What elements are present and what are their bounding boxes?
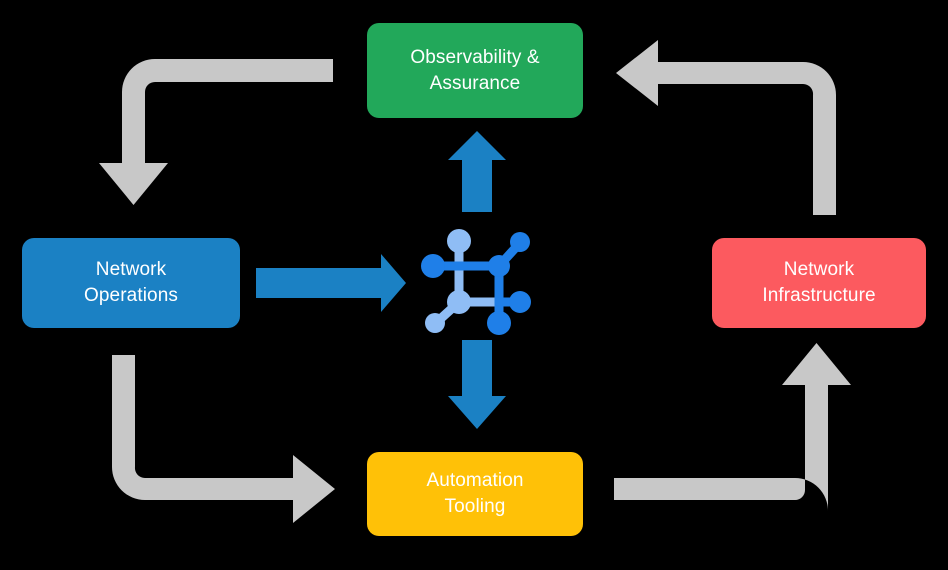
arrow-infrastructure-to-observability — [616, 40, 836, 215]
arrow-automation-to-infrastructure — [614, 343, 851, 511]
arrow-center-to-automation — [448, 340, 506, 429]
topology-nodes-light — [425, 229, 471, 333]
node-label-infrastructure: Network Infrastructure — [762, 259, 876, 306]
topology-nodes-dark — [421, 232, 531, 335]
node-label-operations: Network Operations — [84, 259, 178, 306]
node-observability-assurance[interactable]: Observability & Assurance — [367, 23, 583, 118]
arrow-operations-to-automation — [112, 355, 335, 523]
network-topology-icon — [421, 229, 531, 335]
node-label-observability: Observability & Assurance — [410, 46, 540, 94]
node-label-automation: Automation Tooling — [426, 470, 524, 517]
arrow-center-to-observability — [448, 131, 506, 212]
arrow-operations-to-center — [256, 254, 406, 312]
node-automation-tooling[interactable]: Automation Tooling — [367, 452, 583, 536]
node-network-infrastructure[interactable]: Network Infrastructure — [712, 238, 926, 328]
arrow-observability-to-operations — [99, 59, 333, 205]
node-network-operations[interactable]: Network Operations — [22, 238, 240, 328]
